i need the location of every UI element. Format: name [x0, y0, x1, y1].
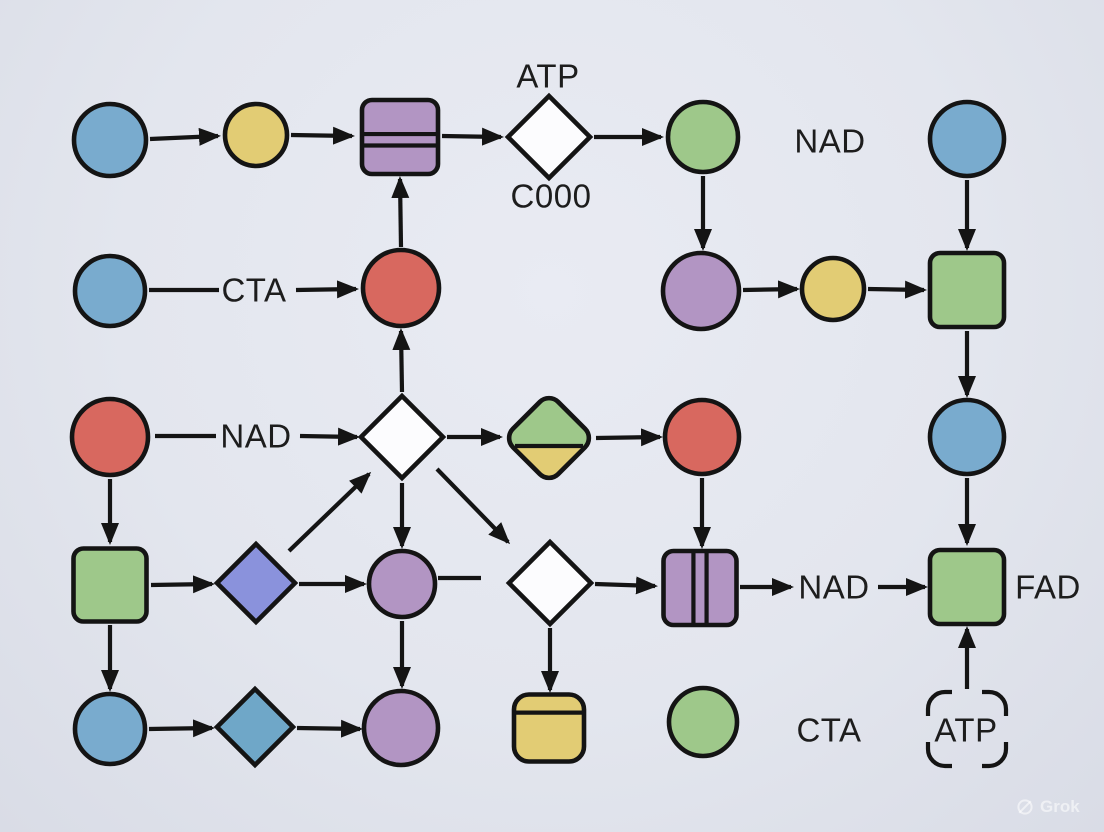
- node-green-square-3: [927, 547, 1007, 627]
- node-purple-circle-3: [361, 688, 441, 768]
- edge-violet-diamond-to-decision-diamond-2: [287, 471, 372, 553]
- node-steel-diamond: [213, 685, 297, 769]
- edge-yellow-circle-2-to-green-square-1: [867, 280, 927, 299]
- edge-red-circle-1-to-striped-square-h: [391, 176, 410, 248]
- node-blue-circle-1: [71, 101, 149, 179]
- edge-cta-1-to-red-circle-1: [295, 280, 359, 299]
- node-yellow-card: [511, 692, 587, 764]
- edge-green-square-2-to-violet-diamond: [150, 575, 215, 594]
- node-green-circle-2: [666, 685, 740, 759]
- node-purple-circle-2: [366, 548, 438, 620]
- label-cta-1: CTA: [221, 272, 286, 309]
- grok-watermark: Grok: [1016, 797, 1080, 817]
- edge-split-diamond-to-red-circle-3: [595, 428, 663, 447]
- label-atp-bracket-label: ATP: [934, 712, 997, 749]
- node-decision-diamond-2: [357, 392, 447, 482]
- node-blue-circle-3: [72, 253, 148, 329]
- label-nad-1: NAD: [794, 123, 865, 160]
- node-green-circle-1: [665, 99, 741, 175]
- label-c000: C000: [511, 178, 592, 215]
- node-purple-circle-1: [660, 250, 742, 332]
- node-green-square-1: [927, 250, 1007, 330]
- label-nad-3: NAD: [798, 569, 869, 606]
- node-yellow-circle-1: [222, 101, 290, 169]
- node-striped-square-v: [661, 548, 739, 628]
- node-red-circle-2: [69, 396, 151, 478]
- node-blue-circle-2: [927, 99, 1007, 179]
- edge-purple-circle-1-to-yellow-circle-2: [742, 280, 800, 299]
- node-blue-circle-5: [72, 691, 148, 767]
- edge-nad-2-to-decision-diamond-2: [299, 427, 360, 446]
- watermark-text: Grok: [1040, 797, 1080, 816]
- node-red-circle-1: [360, 247, 442, 329]
- edge-decision-diamond-2-to-decision-diamond-3: [435, 467, 511, 545]
- node-split-diamond: [506, 395, 592, 481]
- label-nad-2: NAD: [220, 418, 291, 455]
- edge-striped-square-h-to-decision-diamond-1: [441, 127, 504, 146]
- edge-decision-diamond-2-to-red-circle-1: [392, 328, 411, 393]
- label-atp-top: ATP: [516, 58, 579, 95]
- edge-steel-diamond-to-purple-circle-3: [296, 719, 363, 738]
- label-cta-2: CTA: [796, 712, 861, 749]
- edge-decision-diamond-3-to-striped-square-v: [594, 576, 658, 595]
- node-decision-diamond-3: [505, 538, 595, 628]
- label-fad: FAD: [1015, 569, 1081, 606]
- grok-logo-icon: [1016, 798, 1034, 816]
- edge-blue-circle-1-to-yellow-circle-1: [149, 127, 221, 146]
- node-blue-circle-4: [927, 397, 1007, 477]
- edge-blue-circle-5-to-steel-diamond: [148, 719, 215, 738]
- node-striped-square-h: [359, 97, 441, 177]
- node-violet-diamond: [213, 540, 299, 626]
- node-green-square-2: [71, 546, 149, 624]
- node-yellow-circle-2: [799, 255, 867, 323]
- node-decision-diamond-1: [504, 92, 594, 182]
- node-atp-bracket: [925, 689, 1009, 769]
- edge-yellow-circle-1-to-striped-square-h: [290, 126, 355, 145]
- node-red-circle-3: [662, 397, 742, 477]
